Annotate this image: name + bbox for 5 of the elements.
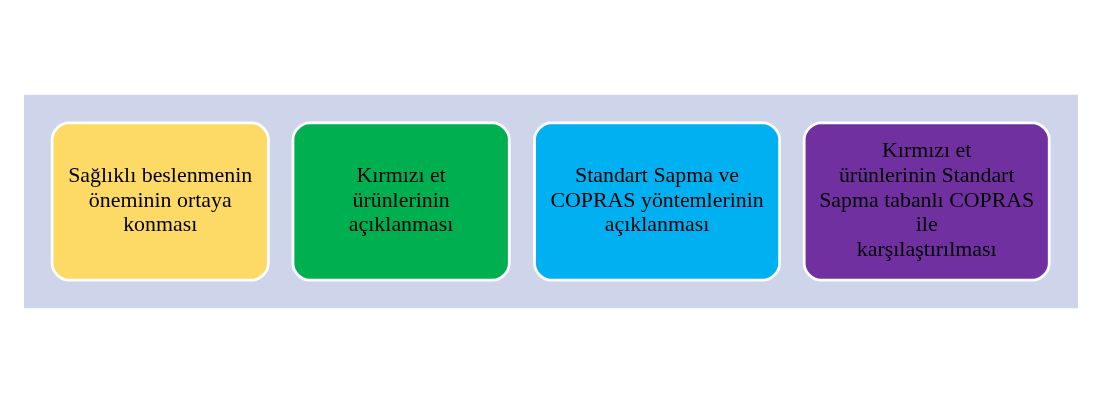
node-box: Sağlıklı beslenmenin öneminin ortaya konması	[50, 121, 270, 282]
node-box: Kırmızı et ürünlerinin Standart Sapma tabanlı COPRAS ile karşılaştırılması	[802, 121, 1051, 282]
node-box: Kırmızı et ürünlerinin açıklanması	[291, 121, 511, 282]
cluster	[24, 94, 1078, 309]
node-box: Standart Sapma ve COPRAS yöntemlerinin açıklanması	[533, 121, 781, 282]
